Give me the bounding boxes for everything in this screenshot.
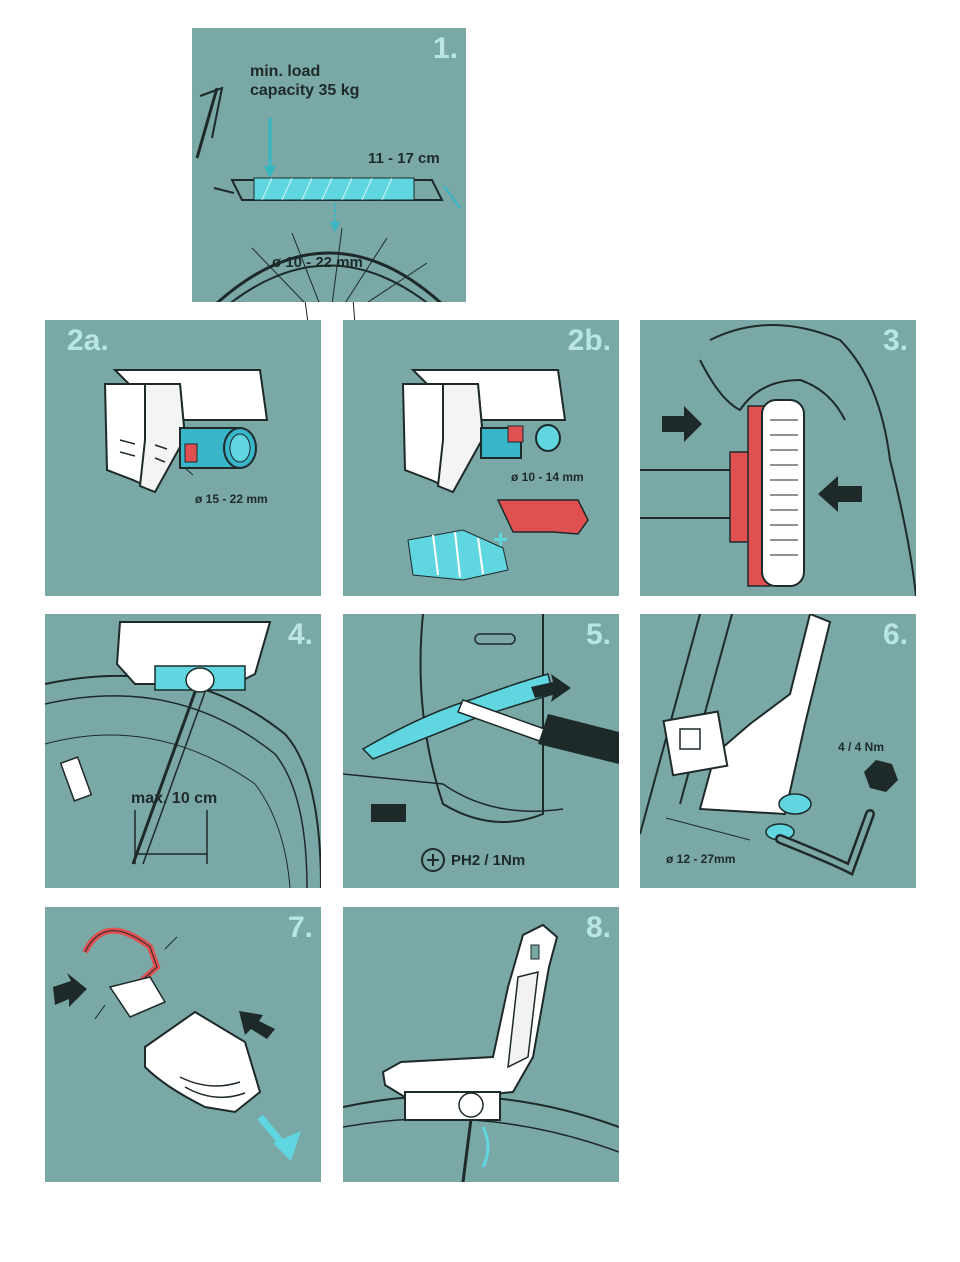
step-3-number: 3. [882,324,908,357]
step-6-illustration [640,614,898,876]
step-5-panel: 5. PH2 / 1Nm [343,614,619,888]
load-capacity-label: min. load capacity 35 kg [250,63,360,99]
tube-diameter-2a-label: ø 15 - 22 mm [195,492,268,506]
step-3-illustration [640,324,916,596]
tube-diameter-6-label: ø 12 - 27mm [666,852,736,866]
step-2b-illustration: + [401,369,589,581]
tube-diameter-2b-label: ø 10 - 14 mm [511,470,584,484]
step-8-illustration [343,923,619,1182]
step-2a-illustration [103,369,269,494]
max-distance-label: max. 10 cm [131,790,218,807]
step-2b-panel: + 2b. ø 10 - 14 mm [343,320,619,596]
step-7-illustration [53,927,301,1161]
phillips-icon [421,848,445,872]
step-1-illustration [195,86,461,302]
rack-width-label: 11 - 17 cm [368,150,440,167]
step-8-number: 8. [585,911,611,944]
step-5-number: 5. [585,618,611,651]
step-4-illustration [45,621,321,888]
step-2a-panel: 2a. ø 15 - 22 mm [45,320,321,596]
step-2a-number: 2a. [67,324,109,357]
hex-torque-label: 4 / 4 Nm [838,740,885,754]
step-7-number: 7. [287,911,313,944]
step-2b-number: 2b. [567,324,611,357]
step-3-panel: 3. [640,320,916,596]
step-4-number: 4. [287,618,313,651]
step-6-panel: 6. 4 / 4 Nm ø 12 - 27mm [640,614,916,888]
step-5-illustration [343,614,619,823]
step-6-number: 6. [882,618,908,651]
tube-diameter-label: ø 10 - 22 mm [272,254,363,271]
step-1-number: 1. [432,32,458,65]
step-1-panel: 1. min. load capacity 35 kg 11 - 17 cm ø… [192,28,466,302]
step-4-panel: 4. max. 10 cm [45,614,321,888]
step-8-panel: 8. [343,907,619,1182]
screw-torque-label: PH2 / 1Nm [451,852,526,869]
step-7-panel: 7. [45,907,321,1182]
